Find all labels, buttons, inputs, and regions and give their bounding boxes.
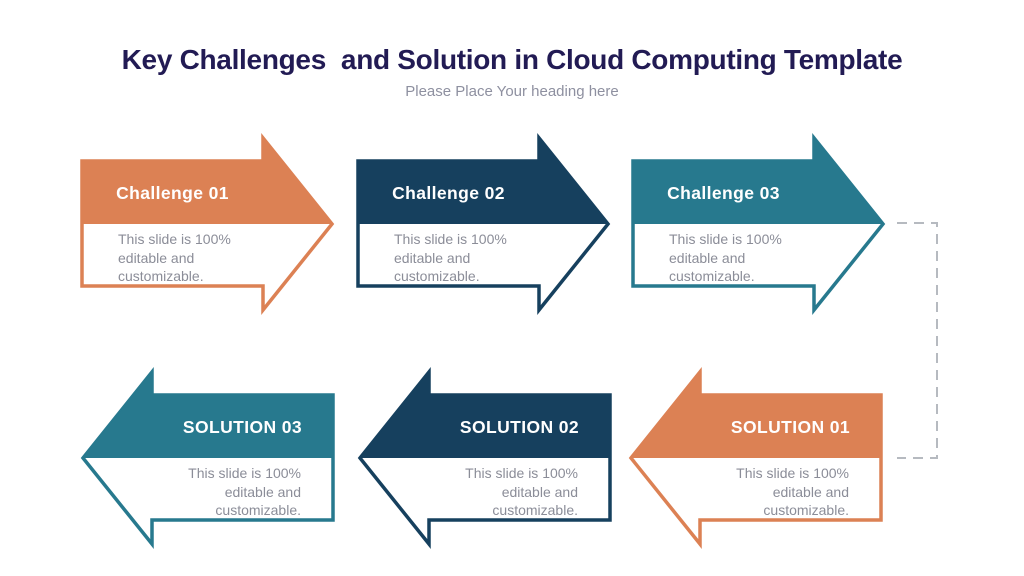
challenge-1-description: This slide is 100% editable and customiz… — [118, 231, 231, 284]
challenge-3-description: This slide is 100% editable and customiz… — [669, 231, 782, 284]
solution-1-label: SOLUTION 01 — [730, 417, 851, 437]
solution-2-description: This slide is 100% editable and customiz… — [465, 465, 578, 518]
solution-arrow-3: SOLUTION 03 This slide is 100% editable … — [79, 367, 335, 549]
challenge-1-label: Challenge 01 — [116, 183, 229, 203]
arrow-left-icon — [628, 367, 883, 549]
challenge-2-label: Challenge 02 — [392, 183, 505, 203]
solution-3-label: SOLUTION 03 — [182, 417, 303, 437]
challenge-2-description: This slide is 100% editable and customiz… — [394, 231, 507, 284]
arrow-right-icon — [631, 133, 886, 315]
page-title: Key Challenges and Solution in Cloud Com… — [121, 44, 903, 75]
dashed-connector-line — [897, 222, 938, 459]
page-subtitle: Please Place Your heading here — [405, 83, 619, 100]
solution-2-label: SOLUTION 02 — [459, 417, 580, 437]
solution-3-description: This slide is 100% editable and customiz… — [188, 465, 301, 518]
arrow-right-icon — [356, 133, 611, 315]
solution-1-description: This slide is 100% editable and customiz… — [736, 465, 849, 518]
challenge-3-label: Challenge 03 — [667, 183, 780, 203]
arrow-left-icon — [357, 367, 612, 549]
solution-arrow-2: SOLUTION 02 This slide is 100% editable … — [356, 367, 612, 549]
challenge-arrow-3: Challenge 03 This slide is 100% editable… — [631, 133, 887, 315]
solution-arrow-1: SOLUTION 01 This slide is 100% editable … — [627, 367, 883, 549]
challenge-arrow-2: Challenge 02 This slide is 100% editable… — [356, 133, 612, 315]
arrow-right-icon — [80, 133, 335, 315]
arrow-left-icon — [80, 367, 335, 549]
challenge-arrow-1: Challenge 01 This slide is 100% editable… — [80, 133, 336, 315]
